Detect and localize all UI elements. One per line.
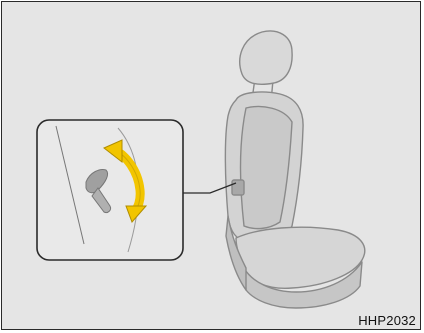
figure-code-label: HHP2032 [358,313,416,328]
headrest [240,31,292,84]
seat-lever-small [232,180,244,195]
car-seat-icon [225,31,364,308]
detail-callout [37,120,183,260]
